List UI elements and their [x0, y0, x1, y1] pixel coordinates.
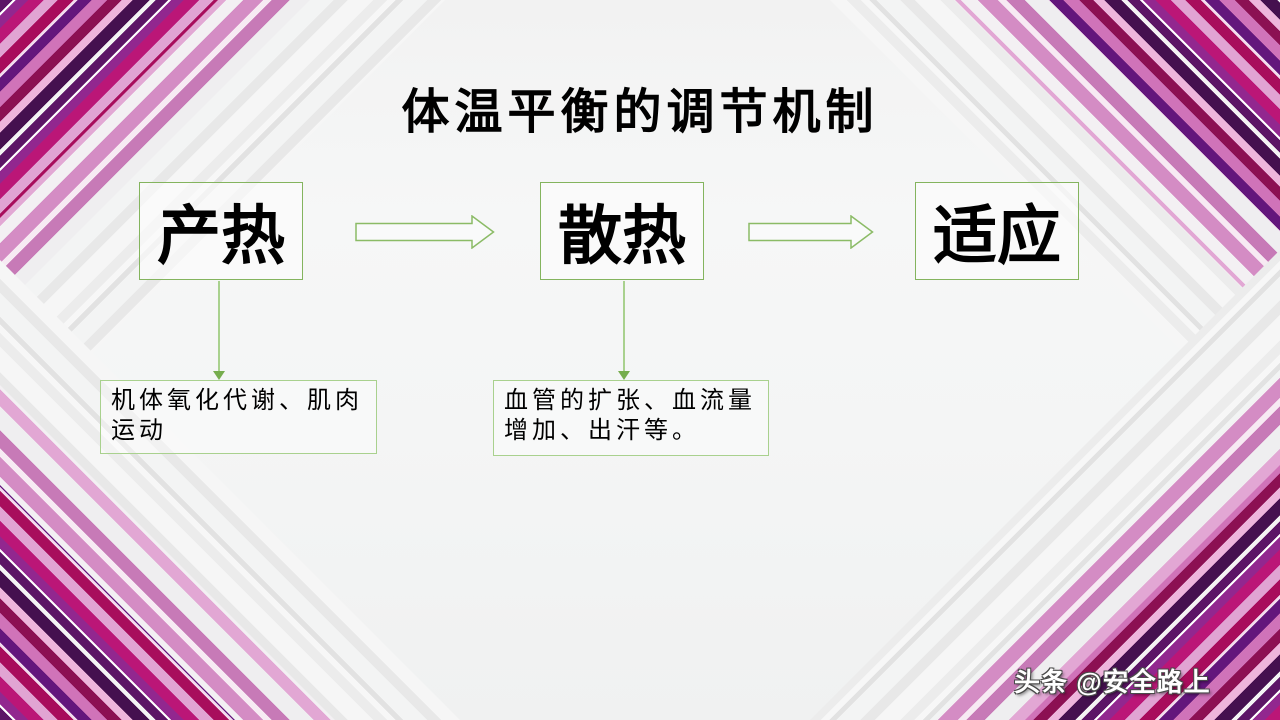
flow-box-label: 适应: [933, 200, 1061, 272]
corner-stripes-bottom-right-gray: [810, 250, 1280, 720]
right-arrow-icon: [355, 215, 495, 249]
watermark-toutiao: 头条 @安全路上: [1014, 667, 1211, 697]
down-arrow-connector-heat-dissipation: [618, 281, 630, 380]
down-arrow-connector-heat-production: [213, 281, 225, 380]
slide-title: 体温平衡的调节机制: [401, 86, 879, 139]
right-arrow-icon: [748, 215, 874, 249]
note-box-heat-dissipation: 血管的扩张、血流量增加、出汗等。: [493, 380, 769, 456]
note-text: 机体氧化代谢、肌肉运动: [111, 387, 363, 444]
flow-box-adaptation: 适应: [915, 182, 1079, 280]
flow-box-heat-dissipation: 散热: [540, 182, 704, 280]
flow-box-label: 产热: [157, 200, 285, 272]
corner-stripes-bottom-left-gray: [0, 260, 460, 720]
note-text: 血管的扩张、血流量增加、出汗等。: [504, 387, 756, 444]
note-box-heat-production: 机体氧化代谢、肌肉运动: [100, 380, 377, 454]
corner-stripes-bottom-left-purple: [0, 485, 235, 720]
flow-box-heat-production: 产热: [139, 182, 303, 280]
flow-box-label: 散热: [558, 200, 686, 272]
